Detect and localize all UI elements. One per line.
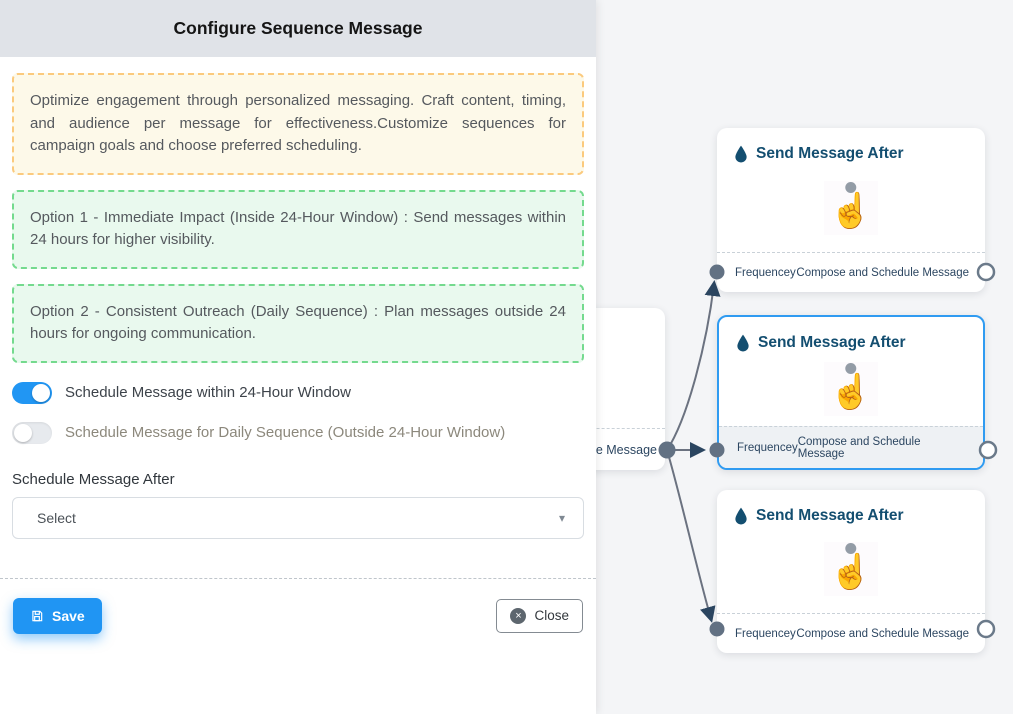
toggle-row-within-24h: Schedule Message within 24-Hour Window [12,381,584,404]
toggle-knob [32,383,50,402]
close-icon: × [510,607,527,624]
save-icon [32,610,43,621]
node-send-message-after-2[interactable]: Send Message After ☝ Frequencey Compose … [717,315,985,470]
compose-schedule-label: Compose and Schedule Message [796,627,969,640]
select-value: Select [37,509,76,526]
frequency-label: Frequencey [735,627,796,640]
schedule-after-select[interactable]: Select ▾ [12,496,584,539]
partial-node-body [596,308,665,428]
node-header: Send Message After [717,490,985,525]
node-footer: Frequencey Compose and Schedule Message [719,426,983,468]
toggle-daily-sequence-label: Schedule Message for Daily Sequence (Out… [65,424,506,441]
toggle-row-daily: Schedule Message for Daily Sequence (Out… [12,421,584,444]
tap-dot [845,363,857,374]
panel-title: Configure Sequence Message [0,0,596,57]
edge-to-node-1 [666,280,721,451]
schedule-after-label: Schedule Message After [12,470,175,488]
toggle-within-24h-label: Schedule Message within 24-Hour Window [65,384,351,401]
option1-note: Option 1 - Immediate Impact (Inside 24-H… [12,189,584,269]
node-body: ☝ [719,352,983,426]
node-compose-partial[interactable]: ce Message [596,308,665,470]
save-button[interactable]: Save [13,597,102,634]
node-send-message-after-1[interactable]: Send Message After ☝ Frequencey Compose … [717,128,985,292]
droplet-icon [735,145,747,163]
node-footer: Frequencey Compose and Schedule Message [717,613,985,653]
toggle-daily-sequence[interactable] [12,421,52,444]
tap-dot [845,181,857,193]
caret-down-icon: ▾ [558,510,565,525]
hand-pointer-icon: ☝ [824,180,878,235]
hand-pointer-icon: ☝ [824,362,878,416]
node-title: Send Message After [756,145,904,162]
droplet-icon [737,334,749,352]
droplet-icon [735,507,747,525]
toggle-within-24h[interactable] [12,381,52,404]
toggle-knob [14,423,32,442]
close-button[interactable]: × Close [496,598,583,633]
footer-divider [0,577,596,579]
frequency-label: Frequencey [737,441,798,454]
compose-schedule-label: Compose and Schedule Message [797,435,921,460]
panel-content: Optimize engagement through personalized… [0,57,596,539]
partial-node-footer-label: ce Message [596,428,665,470]
compose-schedule-label: Compose and Schedule Message [796,266,969,279]
option2-note: Option 2 - Consistent Outreach (Daily Se… [12,283,584,363]
close-button-label: Close [534,608,569,623]
node-footer: Frequencey Compose and Schedule Message [717,252,985,292]
frequency-label: Frequencey [735,266,796,279]
node-title: Send Message After [758,334,906,351]
node-header: Send Message After [719,317,983,352]
node-header: Send Message After [717,128,985,163]
edge-to-node-3 [666,449,716,623]
config-panel: Configure Sequence Message Optimize enga… [0,0,596,634]
node-body: ☝ [717,525,985,613]
tap-dot [845,543,857,554]
node-title: Send Message After [756,507,904,524]
node-body: ☝ [717,163,985,252]
hand-pointer-icon: ☝ [824,542,878,596]
panel-footer: Save × Close [0,579,596,634]
flow-canvas[interactable]: ce Message Send Message After ☝ Frequenc… [596,0,1013,714]
info-note: Optimize engagement through personalized… [12,73,584,175]
save-button-label: Save [52,607,85,624]
node-send-message-after-3[interactable]: Send Message After ☝ Frequencey Compose … [717,490,985,653]
